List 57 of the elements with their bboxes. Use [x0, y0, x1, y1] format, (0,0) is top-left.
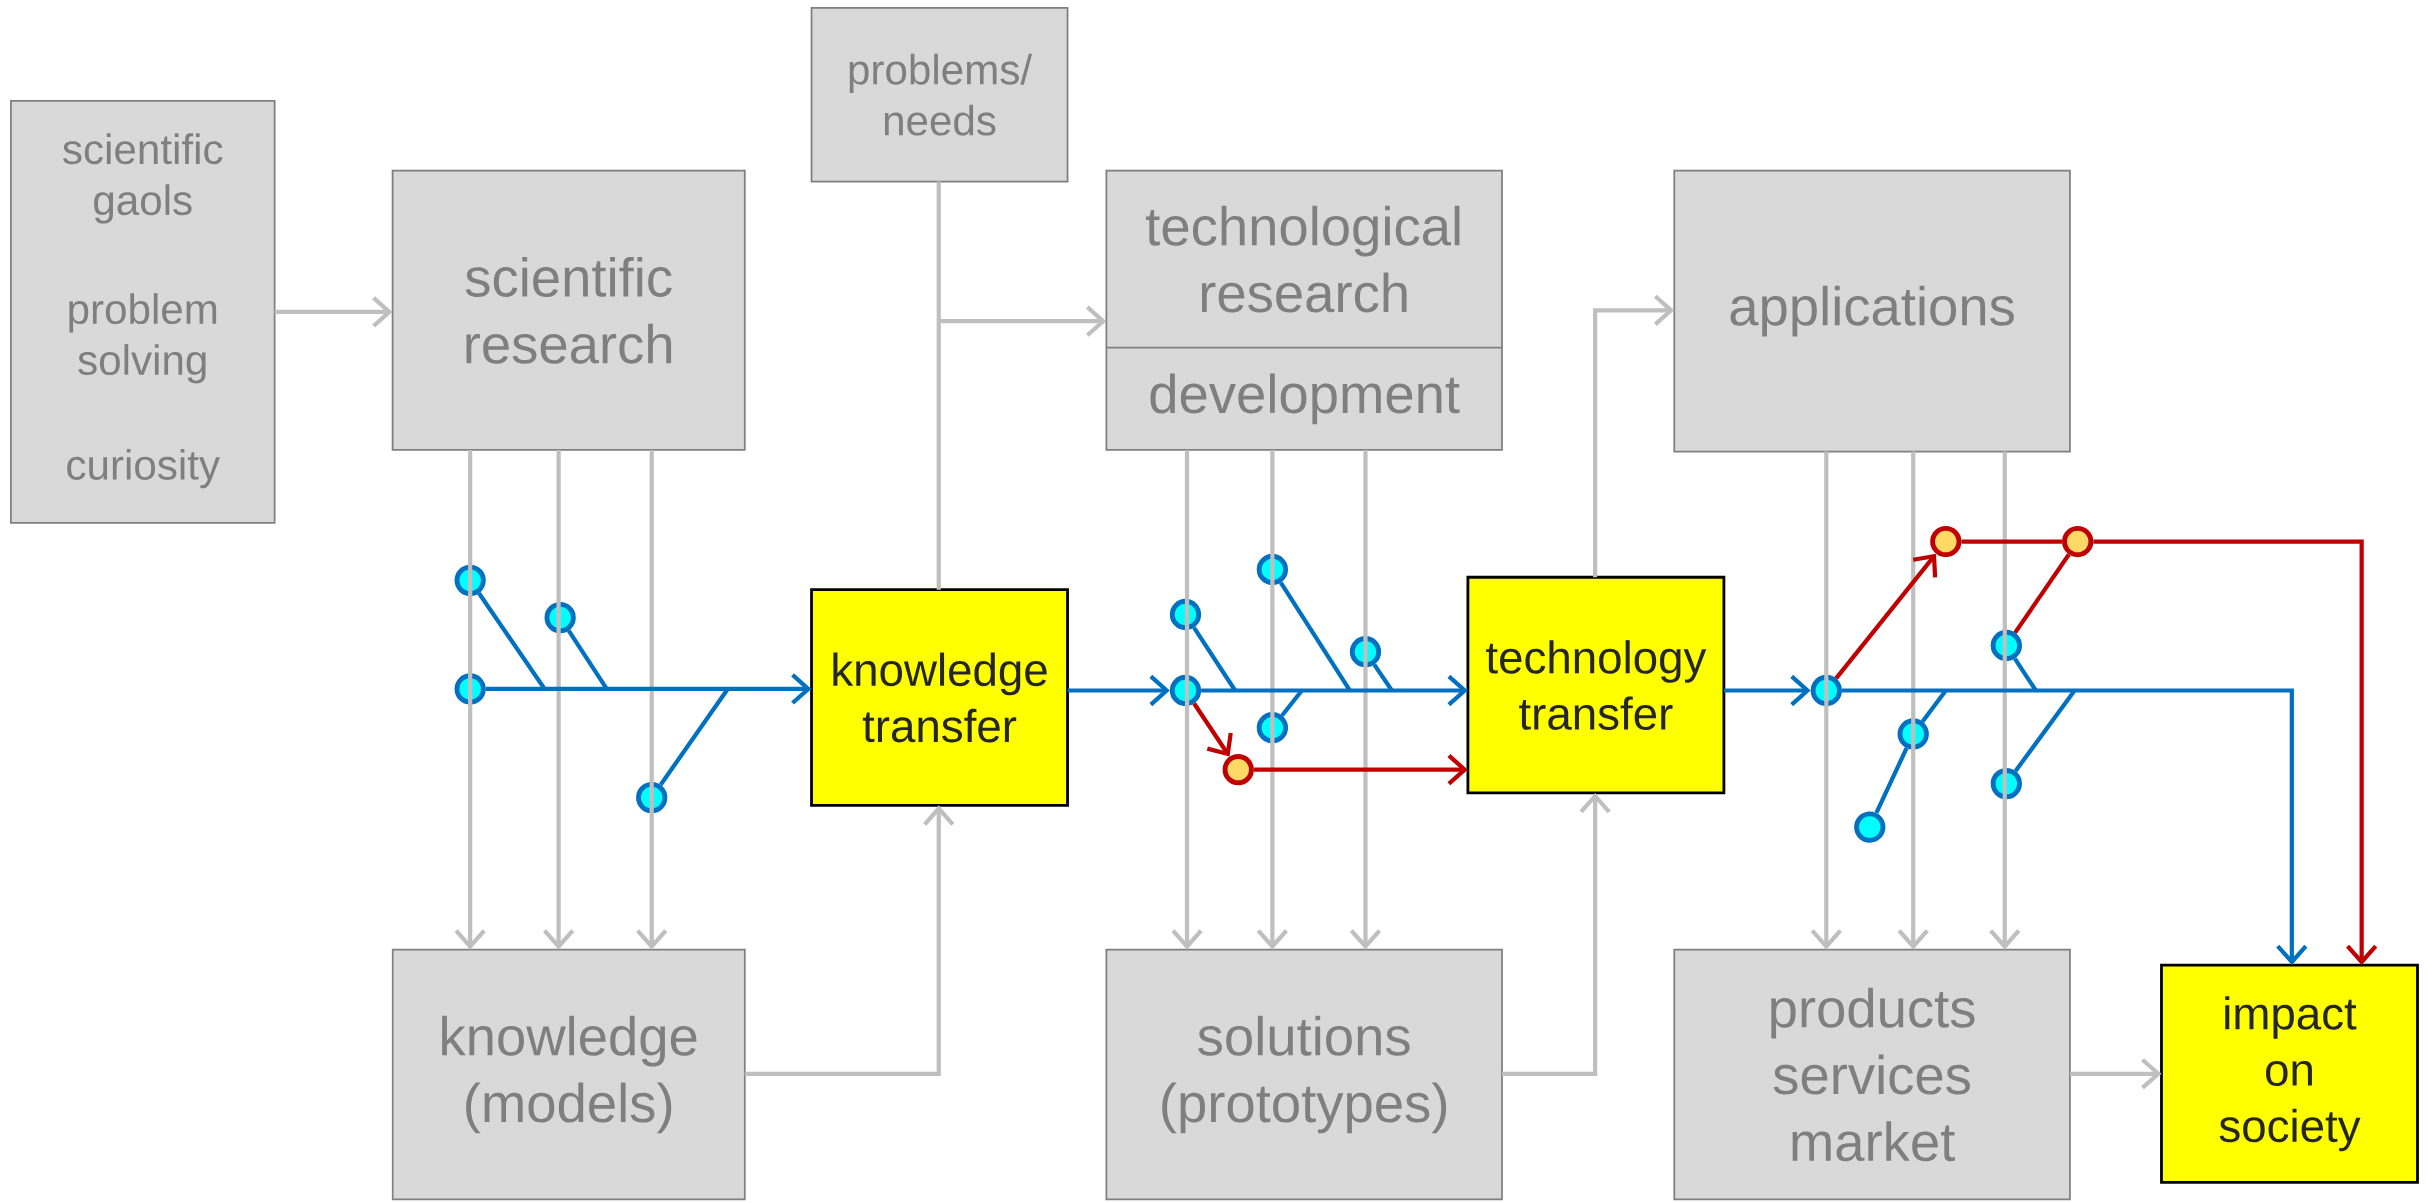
arrow: [1593, 294, 1675, 578]
arrow: [1834, 554, 1938, 680]
arrow: [1253, 754, 1468, 786]
circle-marker: [1256, 554, 1289, 586]
circle-marker: [1810, 675, 1842, 707]
arrow: [1897, 451, 1929, 950]
arrow: [1067, 675, 1170, 707]
arrow: [274, 296, 393, 328]
arrow: [1192, 702, 1233, 757]
connector-line: [1961, 539, 2063, 544]
circle-marker: [1990, 630, 2022, 662]
arrow: [1349, 450, 1382, 950]
highlight-box: knowledge transfer: [810, 588, 1069, 807]
process-box: scientific gaols problem solving curiosity: [10, 100, 276, 524]
arrow: [485, 673, 812, 705]
circle-marker: [1256, 712, 1289, 744]
circle-marker: [1169, 599, 1202, 631]
highlight-box: technology transfer: [1466, 576, 1726, 795]
process-box: technological research development: [1105, 170, 1503, 452]
process-box: problems/ needs: [810, 7, 1069, 183]
arrow: [1810, 451, 1842, 950]
arrow: [542, 450, 575, 950]
circle-marker: [454, 673, 486, 705]
circle-marker: [636, 782, 668, 814]
arrow: [1723, 675, 1811, 707]
circle-marker: [1897, 718, 1929, 750]
arrow: [636, 450, 668, 950]
circle-marker: [1854, 811, 1886, 843]
arrow: [1171, 450, 1203, 950]
process-box: applications: [1673, 170, 2071, 453]
circle-marker: [2062, 526, 2094, 558]
process-box: knowledge (models): [391, 949, 746, 1201]
process-box: solutions (prototypes): [1105, 949, 1503, 1201]
connector-line: [2013, 553, 2071, 635]
arrow: [938, 305, 1107, 338]
arrow: [2069, 1058, 2162, 1090]
circle-marker: [1990, 768, 2022, 800]
connector-line: [1874, 747, 1909, 814]
arrow: [1256, 450, 1288, 950]
branch-line: [936, 181, 941, 322]
arrow: [1989, 451, 2021, 950]
circle-marker: [1349, 636, 1382, 668]
circle-marker: [1222, 754, 1254, 786]
branch-line: [936, 321, 941, 590]
circle-marker: [454, 564, 486, 597]
circle-marker: [1930, 526, 1962, 558]
arrow: [454, 450, 486, 950]
arrow: [2093, 539, 2378, 966]
arrow: [744, 805, 955, 1077]
highlight-box: impact on society: [2160, 963, 2419, 1184]
circle-marker: [1169, 675, 1202, 707]
process-box: scientific research: [391, 170, 746, 452]
arrow: [1201, 675, 1468, 707]
process-box: products services market: [1673, 949, 2071, 1201]
arrow: [1841, 688, 2308, 966]
arrow: [1502, 793, 1611, 1077]
circle-marker: [544, 602, 576, 634]
